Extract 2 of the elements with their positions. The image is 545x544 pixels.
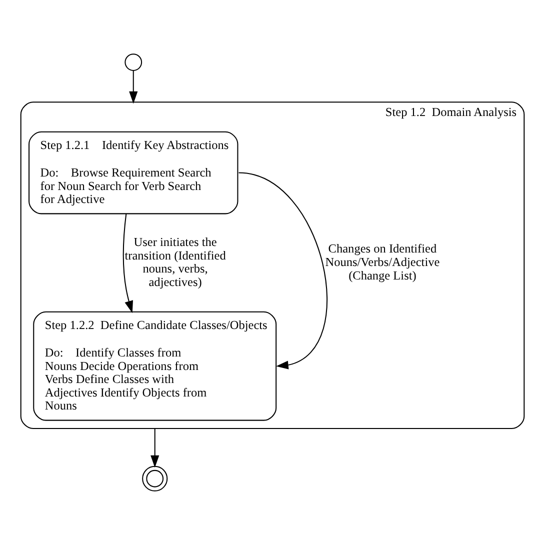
edge-label: Changes on Identified Nouns/Verbs/Adjective (Change List) xyxy=(325,241,440,282)
edge-label: User initiates the transition (Identified nouns, verbs, adjectives) xyxy=(124,234,226,288)
